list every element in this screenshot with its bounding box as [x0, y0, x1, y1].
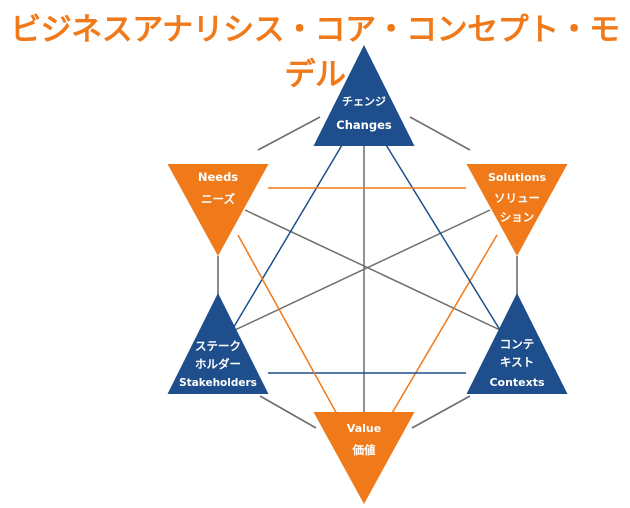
node-solutions-triangle [466, 164, 568, 256]
connector-solutions-stakeholders [234, 209, 491, 331]
node-changes: チェンジ Changes [313, 45, 415, 146]
node-stakeholders-triangle [167, 293, 269, 394]
node-stakeholders-label: ホルダー [195, 357, 241, 371]
node-changes-label: チェンジ [342, 95, 386, 108]
node-stakeholders-label: Stakeholders [179, 377, 257, 389]
node-solutions-label: Solutions [488, 171, 546, 184]
connector-needs-value [237, 234, 344, 426]
hex-edge-value-stakeholders [259, 395, 317, 429]
connectors [231, 139, 501, 426]
node-needs-label: Needs [198, 170, 238, 184]
connector-changes-contexts [382, 139, 501, 331]
node-solutions-label: ション [500, 210, 535, 224]
node-needs-triangle [167, 164, 269, 256]
connector-needs-contexts [244, 209, 501, 331]
node-changes-label: Changes [336, 118, 392, 132]
hexagon-edges [217, 116, 518, 429]
connector-solutions-value [384, 234, 498, 426]
node-needs: Needs ニーズ [167, 164, 269, 256]
node-solutions-label: ソリュー [494, 191, 540, 205]
node-value-label: 価値 [352, 443, 376, 457]
hex-edge-contexts-value [411, 395, 471, 429]
node-value-triangle [313, 412, 415, 504]
node-changes-triangle [313, 45, 415, 146]
hex-edge-changes-solutions [409, 116, 471, 151]
node-needs-label: ニーズ [201, 192, 235, 206]
page-title: ビジネスアナリシス・コア・コンセプト・モデル [10, 12, 620, 93]
node-contexts-label: コンテ [500, 337, 535, 351]
connector-changes-stakeholders [231, 139, 346, 331]
hex-edge-needs-changes [257, 116, 321, 151]
node-contexts-label: Contexts [489, 376, 545, 389]
node-stakeholders-label: ステーク [195, 339, 241, 353]
node-contexts-triangle [466, 293, 568, 394]
node-value: Value 価値 [313, 412, 415, 504]
node-value-label: Value [347, 422, 381, 435]
node-contexts-label: キスト [500, 355, 534, 369]
